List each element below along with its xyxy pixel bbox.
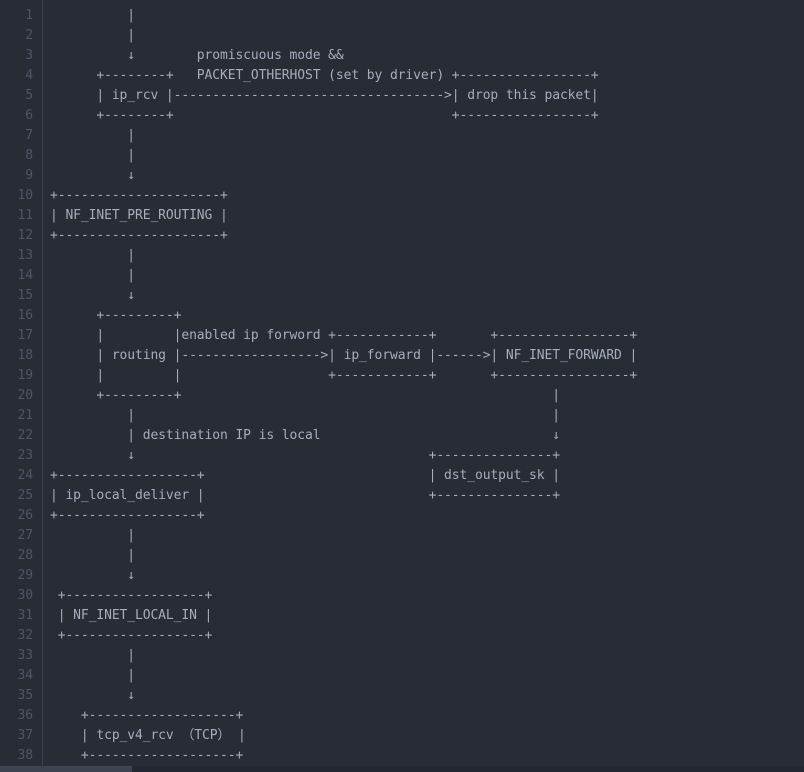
line-number[interactable]: 16	[17, 308, 34, 323]
line-number[interactable]: 34	[17, 668, 34, 683]
line-number[interactable]: 35	[17, 688, 34, 703]
line-number[interactable]: 18	[17, 348, 34, 363]
line-number[interactable]: 19	[17, 368, 34, 383]
line-number[interactable]: 27	[17, 528, 34, 543]
line-number[interactable]: 31	[17, 608, 34, 623]
line-number[interactable]: 22	[17, 428, 34, 443]
line-number[interactable]: 4	[25, 68, 33, 83]
line-number[interactable]: 36	[17, 708, 34, 723]
line-number[interactable]: 32	[17, 628, 34, 643]
line-number[interactable]: 10	[17, 188, 34, 203]
line-number[interactable]: 14	[17, 268, 34, 283]
line-number[interactable]: 8	[25, 148, 33, 163]
line-number[interactable]: 30	[17, 588, 34, 603]
horizontal-scrollbar-thumb[interactable]	[0, 766, 132, 772]
line-number[interactable]: 5	[25, 88, 33, 103]
line-number[interactable]: 3	[25, 48, 33, 63]
line-number[interactable]: 38	[17, 748, 34, 763]
line-number[interactable]: 9	[25, 168, 33, 183]
line-number[interactable]: 26	[17, 508, 34, 523]
line-number[interactable]: 17	[17, 328, 34, 343]
line-number[interactable]: 29	[17, 568, 34, 583]
line-number[interactable]: 33	[17, 648, 34, 663]
line-number[interactable]: 7	[25, 128, 33, 143]
line-number[interactable]: 23	[17, 448, 34, 463]
line-number[interactable]: 12	[17, 228, 34, 243]
horizontal-scrollbar[interactable]	[0, 766, 804, 772]
line-number[interactable]: 21	[17, 408, 34, 423]
line-number[interactable]: 25	[17, 488, 34, 503]
ascii-flow-diagram[interactable]: | | ↓ promiscuous mode && +--------+ PAC…	[50, 8, 638, 763]
line-number[interactable]: 28	[17, 548, 34, 563]
line-number[interactable]: 20	[17, 388, 34, 403]
line-number[interactable]: 11	[17, 208, 34, 223]
line-number[interactable]: 1	[25, 8, 33, 23]
line-number[interactable]: 24	[17, 468, 34, 483]
line-number[interactable]: 6	[25, 108, 33, 123]
line-number[interactable]: 2	[25, 28, 33, 43]
line-number[interactable]: 37	[17, 728, 34, 743]
line-number[interactable]: 13	[17, 248, 34, 263]
line-number[interactable]: 15	[17, 288, 34, 303]
